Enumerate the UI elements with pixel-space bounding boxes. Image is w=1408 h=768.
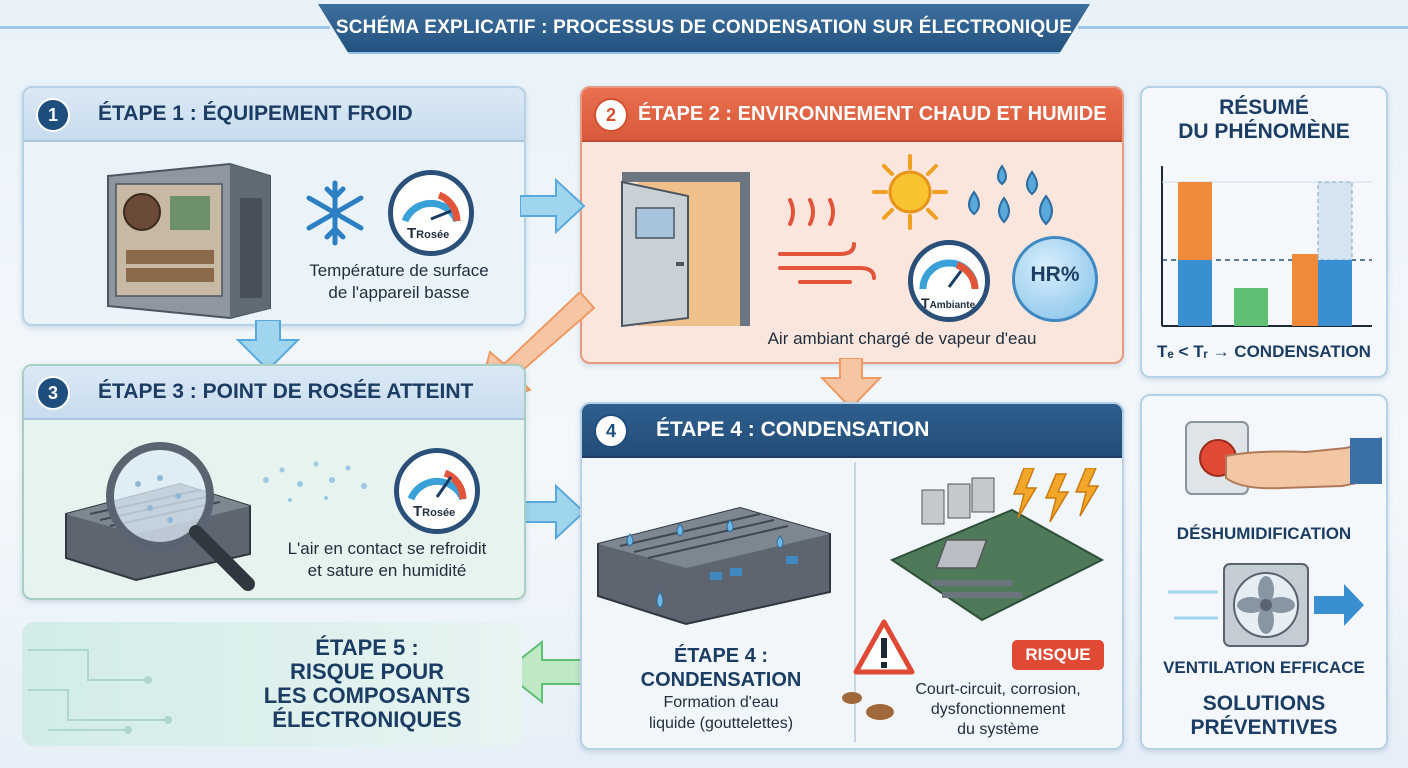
- lightning-icon: [1012, 468, 1100, 523]
- arrow-icon-step2-to-step4: [820, 358, 882, 410]
- arrow-icon-step4-to-step5: [502, 640, 586, 704]
- step1-panel: 1 ÉTAPE 1 : ÉQUIPEMENT FROID TRosée Temp…: [22, 86, 526, 326]
- page-title: SCHÉMA EXPLICATIF : PROCESSUS DE CONDENS…: [335, 17, 1073, 38]
- step1-header: 1 ÉTAPE 1 : ÉQUIPEMENT FROID: [24, 88, 524, 142]
- snowflake-icon: [306, 180, 364, 246]
- arrow-icon-step3-to-step4: [520, 484, 586, 540]
- step2-header: 2 ÉTAPE 2 : ENVIRONNEMENT CHAUD ET HUMID…: [582, 88, 1122, 142]
- step5-box: [22, 622, 522, 746]
- warning-icon: [853, 619, 915, 675]
- step1-title: ÉTAPE 1 : ÉQUIPEMENT FROID: [98, 102, 413, 125]
- step4-panel: 4 ÉTAPE 4 : CONDENSATION ÉTAPE 4 : CONDE…: [580, 402, 1124, 750]
- fan-icon: [1168, 563, 1364, 647]
- step4-sub-title-2: CONDENSATION: [640, 669, 802, 691]
- dew-gauge-icon: TRosée: [394, 448, 480, 534]
- step3-header: 3 ÉTAPE 3 : POINT DE ROSÉE ATTEINT: [24, 366, 524, 420]
- magnifier-icon: [106, 442, 255, 591]
- push-button-icon: [1185, 421, 1382, 495]
- ambient-gauge-label: TAmbiante: [921, 295, 976, 311]
- header-deco-left: [0, 26, 330, 29]
- step3-title: ÉTAPE 3 : POINT DE ROSÉE ATTEINT: [98, 380, 474, 403]
- step2-title: ÉTAPE 2 : ENVIRONNEMENT CHAUD ET HUMIDE: [638, 103, 1107, 125]
- step4-header: 4 ÉTAPE 4 : CONDENSATION: [582, 404, 1122, 458]
- summary-bar-chart: [1161, 166, 1372, 327]
- dew-gauge-label: TRosée: [413, 503, 456, 520]
- sun-icon: [872, 154, 948, 230]
- header-deco-right: [1078, 26, 1408, 29]
- open-door-illustration: [621, 172, 750, 328]
- step4-divider: [854, 462, 856, 742]
- summary-formula: Tₑ < Tᵣ → CONDENSATION: [1157, 342, 1371, 361]
- wet-mini-pc-illustration: [597, 506, 831, 626]
- gauge-label: TRosée: [407, 225, 450, 242]
- step2-panel: 2 ÉTAPE 2 : ENVIRONNEMENT CHAUD ET HUMID…: [580, 86, 1124, 364]
- step4-sub-caption-1: Formation d'eau: [663, 694, 779, 711]
- step4-sub-title-1: ÉTAPE 4 :: [673, 645, 769, 667]
- header-banner: [318, 4, 1090, 54]
- solutions-panel: DÉSHUMIDIFICATION VENTILATION EFFICACE S…: [1140, 394, 1388, 750]
- step1-number: 1: [36, 98, 70, 132]
- vapor-dots-icon: [263, 461, 367, 502]
- humidity-drop-icon: HR%: [1012, 236, 1098, 322]
- step4-sub-caption-2: liquide (gouttelettes): [648, 715, 794, 732]
- risk-badge: RISQUE: [1012, 640, 1104, 670]
- step2-caption: Air ambiant chargé de vapeur d'eau: [767, 329, 1037, 348]
- water-drop-icon: [968, 164, 1053, 226]
- gauge-icon: TRosée: [388, 170, 474, 256]
- solution-dehumidification: DÉSHUMIDIFICATION: [1176, 524, 1352, 543]
- risk-caption: Court-circuit, corrosion,dysfonctionneme…: [915, 681, 1081, 738]
- step2-number: 2: [594, 98, 628, 132]
- wind-icon: [778, 198, 876, 284]
- motherboard-illustration: [889, 477, 1105, 622]
- arrow-icon-step1-to-step2: [520, 177, 586, 235]
- step4-title: ÉTAPE 4 : CONDENSATION: [656, 418, 930, 441]
- arrow-icon-step1-to-step3: [236, 320, 300, 372]
- step4-sub-caption: ÉTAPE 4 : CONDENSATION Formation d'eau l…: [606, 644, 836, 734]
- step3-panel: 3 ÉTAPE 3 : POINT DE ROSÉE ATTEINT TRosé…: [22, 364, 526, 600]
- corrosion-icon: [842, 692, 894, 720]
- solution-ventilation: VENTILATION EFFICACE: [1163, 658, 1365, 677]
- step3-number: 3: [36, 376, 70, 410]
- step4-number: 4: [594, 414, 628, 448]
- circuit-trace-decor: [28, 649, 172, 734]
- humidity-label: HR%: [1030, 263, 1080, 286]
- pc-tower-illustration: [107, 162, 271, 320]
- ambient-gauge-icon: TAmbiante: [908, 240, 990, 322]
